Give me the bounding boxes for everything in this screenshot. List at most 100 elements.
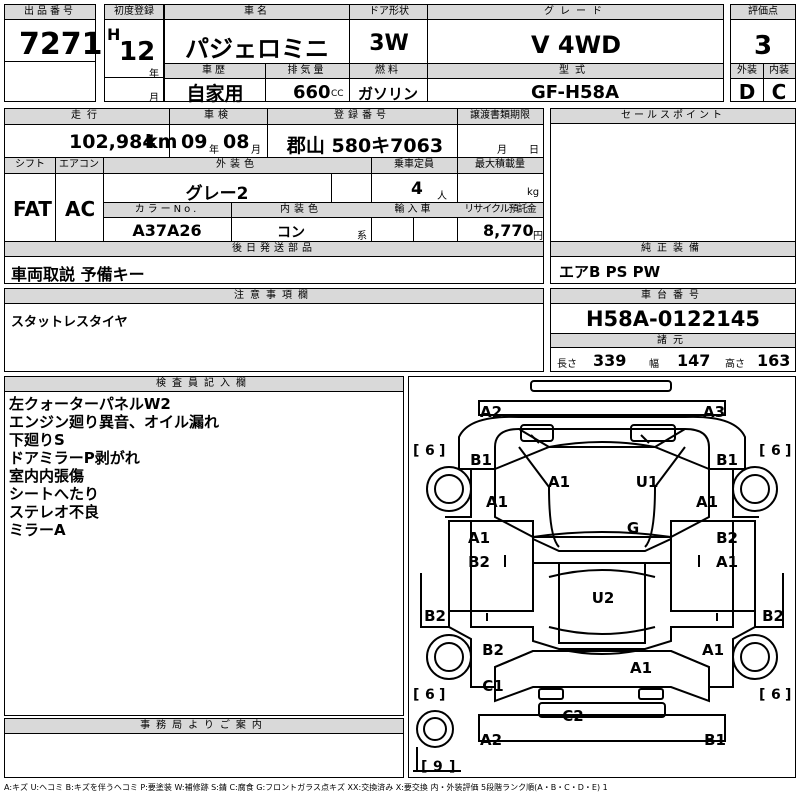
mark-right-door-rear: A1: [716, 553, 738, 571]
lot-number-header: 出品番号: [5, 5, 95, 20]
max-load-header: 最大積載量: [475, 159, 525, 170]
mark-fl-fender-b: B1: [470, 451, 492, 469]
mark-left-rear-lower: C1: [482, 677, 503, 695]
history-header: 車歴: [202, 65, 228, 76]
tire-rear-left-depth: 6: [425, 687, 435, 703]
exterior-header: 外装: [737, 65, 757, 76]
notes-header: 注意事項欄: [5, 289, 543, 304]
svg-text:]: ]: [439, 443, 445, 459]
capacity: 4: [411, 179, 423, 199]
aircon-header: エアコン: [59, 159, 99, 170]
chassis-header: 車台番号: [551, 289, 795, 304]
displacement-header: 排気量: [287, 65, 327, 76]
svg-text:]: ]: [439, 687, 445, 703]
cc-unit: CC: [331, 89, 344, 99]
width-value: 147: [677, 351, 711, 370]
mark-right-sill: B2: [762, 607, 784, 625]
length-label: 長さ: [557, 359, 577, 370]
inspector-note: 左クォーターパネルW2: [9, 395, 171, 413]
exterior-grade: D: [738, 80, 756, 104]
lot-number-box: 出品番号 7271: [4, 4, 103, 102]
later-parts: 車両取説 予備キー: [11, 265, 145, 284]
aircon: AC: [65, 197, 96, 221]
color: グレー2: [185, 184, 249, 204]
capacity-unit: 人: [437, 191, 447, 202]
svg-text:[: [: [413, 443, 419, 459]
tire-front-left-depth: 6: [425, 443, 435, 459]
interior-header: 内装: [769, 65, 789, 76]
inspection-header: 車検: [204, 110, 232, 121]
svg-text:[: [: [421, 759, 427, 775]
evaluation-header: 評価点: [731, 5, 795, 20]
height-value: 163: [757, 351, 791, 370]
month-unit: 月: [149, 93, 159, 104]
dimensions-header: 諸元: [657, 335, 689, 346]
inspector-note: 下廻りS: [9, 431, 65, 449]
capacity-header: 乗車定員: [394, 159, 434, 170]
inspector-box: 検査員記入欄 左クォーターパネルW2 エンジン廻り異音、オイル漏れ 下廻りS ド…: [4, 376, 404, 716]
mark-left-rear-qtr: B2: [482, 641, 504, 659]
office-header: 事務局よりご案内: [5, 719, 403, 734]
standard-equipment-header: 純正装備: [641, 243, 705, 254]
mark-front-bumper-right: A3: [703, 403, 725, 421]
standard-equipment: エアB PS PW: [559, 263, 661, 281]
width-label: 幅: [649, 359, 659, 370]
car-name: パジェロミニ: [185, 35, 329, 63]
sales-point-header: セールスポイント: [551, 109, 795, 124]
office-box: 事務局よりご案内: [4, 718, 404, 778]
color-number-header: カラーNo.: [134, 204, 200, 215]
chassis-box: 車台番号 H58A-0122145 諸元 長さ 339 幅 147 高さ 163: [550, 288, 796, 372]
mark-left-door-front: A1: [468, 529, 490, 547]
interior-suffix: 系: [357, 231, 367, 242]
mark-fl-fender-a: A1: [486, 493, 508, 511]
inspector-note: ミラーA: [9, 521, 66, 539]
svg-text:[: [: [413, 687, 419, 703]
mark-right-rear-qtr: A1: [702, 641, 724, 659]
transfer-header: 譲渡書類期限: [470, 110, 530, 121]
yen-unit: 円: [533, 231, 543, 242]
length-value: 339: [593, 351, 627, 370]
mark-left-sill: B2: [424, 607, 446, 625]
car-name-header: 車名: [244, 6, 270, 17]
evaluation-box: 評価点 3 外装 内装 D C: [730, 4, 796, 104]
mark-fr-fender-b: B1: [716, 451, 738, 469]
notes-box: 注意事項欄 スタットレスタイヤ: [4, 288, 544, 372]
door-type: 3W: [369, 31, 409, 56]
spare-tire-depth: 9: [433, 759, 443, 775]
door-header: ドア形状: [369, 6, 409, 17]
inspection-year-unit: 年: [209, 145, 219, 156]
mark-right-door-front: B2: [716, 529, 738, 547]
damage-diagram-box: A2 A3 B1 B1 A1 U1 A1 A1 G A1 B2 B2 A1 U2…: [408, 376, 796, 778]
registration-header: 登録番号: [334, 110, 390, 121]
vehicle-main-box: 車名 ドア形状 グレード パジェロミニ 3W V 4WD 車歴 排気量 燃料 型…: [164, 4, 724, 105]
recycle-fee: 8,770: [483, 221, 534, 240]
inspector-note: 室内内張傷: [9, 467, 85, 485]
mileage-unit: km: [145, 131, 178, 153]
mark-rear-bumper-right: B1: [704, 731, 726, 749]
lot-number: 7271: [19, 27, 103, 62]
svg-text:]: ]: [785, 443, 791, 459]
model-code: GF-H58A: [530, 82, 620, 103]
interior-color-header: 内装色: [280, 204, 322, 215]
mark-hood-left: A1: [548, 473, 570, 491]
chassis-number: H58A-0122145: [585, 307, 761, 331]
evaluation-score: 3: [753, 31, 773, 61]
color-code: A37A26: [132, 221, 202, 240]
registration-number: 郡山 580キ7063: [286, 135, 444, 157]
era: H: [107, 25, 121, 44]
mark-fr-fender-a: A1: [696, 493, 718, 511]
inspection-year: 09: [181, 131, 208, 153]
mark-tailgate: C2: [562, 707, 583, 725]
svg-text:[: [: [759, 687, 765, 703]
inspector-note: シートへたり: [9, 485, 100, 503]
grade: V 4WD: [530, 31, 622, 59]
svg-text:[: [: [759, 443, 765, 459]
inspector-note: エンジン廻り異音、オイル漏れ: [9, 413, 220, 431]
transfer-month: 月: [497, 145, 507, 156]
inspector-notes-list: 左クォーターパネルW2 エンジン廻り異音、オイル漏れ 下廻りS ドアミラーP剥が…: [9, 395, 219, 539]
mark-rear-cabin: A1: [630, 659, 652, 677]
mark-front-bumper-left: A2: [480, 403, 502, 421]
history: 自家用: [186, 83, 244, 105]
mileage-header: 走行: [71, 110, 103, 121]
tire-front-right-depth: 6: [771, 443, 781, 459]
